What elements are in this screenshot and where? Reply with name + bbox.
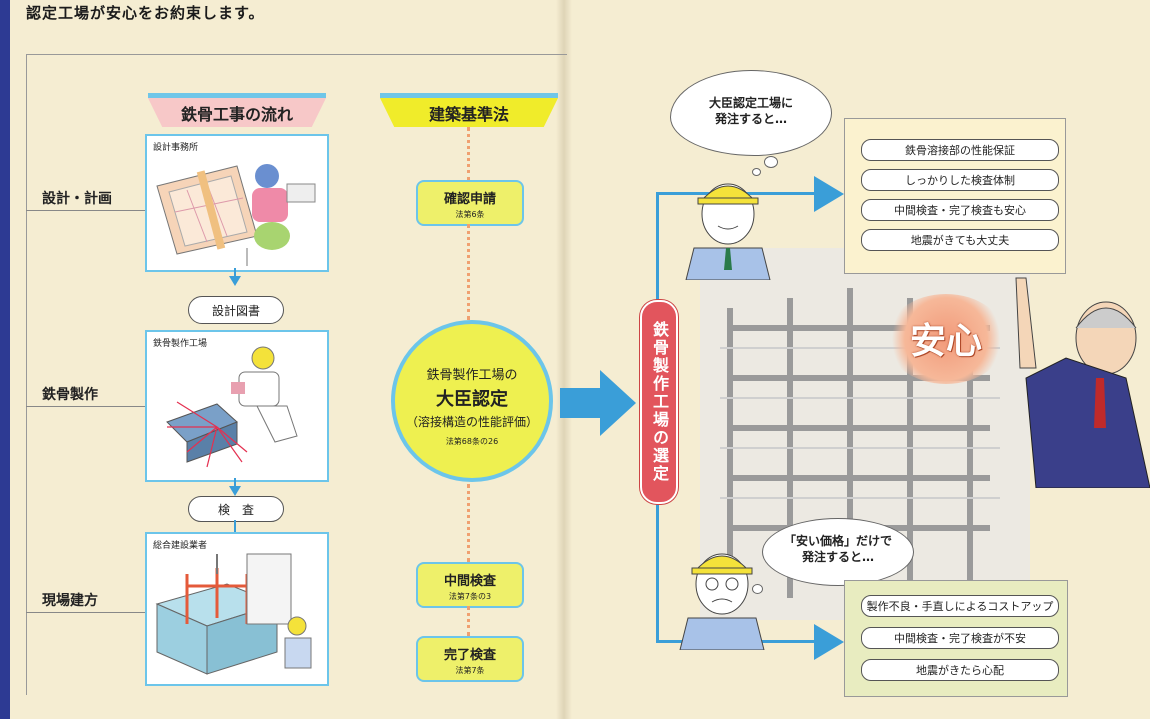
design-drawings-pill: 設計図書: [188, 296, 284, 324]
flow-column-tag: 鉄骨工事の流れ: [148, 93, 326, 127]
factory-selection-label: 鉄骨製作工場の選定: [640, 300, 678, 504]
interim-title: 中間検査: [443, 574, 496, 589]
design-office-panel: 設計事務所: [145, 134, 329, 272]
confirm-application-box: 確認申請 法第6条: [416, 180, 524, 226]
site-caption: 総合建設業者: [153, 541, 208, 551]
fabrication-panel: 鉄骨製作工場: [145, 330, 329, 482]
risk-item: 地震がきたら心配: [861, 659, 1059, 681]
flow-line-2: [234, 478, 236, 486]
risk-item: 製作不良・手直しによるコストアップ: [861, 595, 1059, 617]
confirm-article: 法第6条: [455, 210, 485, 219]
flow-line-3: [234, 520, 236, 532]
law-column-tag: 建築基準法: [380, 93, 558, 127]
cert-line1: 鉄骨製作工場の: [426, 368, 518, 383]
connector-down: [656, 500, 659, 642]
confirm-title: 確認申請: [443, 192, 496, 207]
arrow-down-icon: [229, 276, 241, 286]
left-edge-band: [0, 0, 10, 719]
big-right-arrow-icon: [560, 370, 636, 436]
bubble-dot: [764, 156, 778, 168]
fabrication-caption: 鉄骨製作工場: [153, 339, 208, 349]
cheap-thought-bubble: 「安い価格」だけで発注すると…: [762, 518, 914, 586]
construction-site-panel: 総合建設業者: [145, 532, 329, 686]
certified-thought-bubble: 大臣認定工場に発注すると…: [670, 70, 832, 156]
cert-article: 法第68条の26: [445, 437, 499, 446]
benefit-item: しっかりした検査体制: [861, 169, 1059, 191]
flow-column-title: 鉄骨工事の流れ: [148, 98, 326, 127]
risks-box: 製作不良・手直しによるコストアップ 中間検査・完了検査が不安 地震がきたら心配: [844, 580, 1068, 697]
final-inspection-box: 完了検査 法第7条: [416, 636, 524, 682]
page-heading: 認定工場が安心をお約束します。: [26, 4, 265, 22]
inspection-pill: 検 査: [188, 496, 284, 522]
phase-fabrication: 鉄骨製作: [26, 384, 166, 407]
benefits-box: 鉄骨溶接部の性能保証 しっかりした検査体制 中間検査・完了検査も安心 地震がきて…: [844, 118, 1066, 274]
arrow-right-icon: [814, 624, 844, 660]
design-office-caption: 設計事務所: [153, 143, 199, 153]
law-dotline-2: [467, 224, 470, 320]
phase-design: 設計・計画: [26, 188, 166, 211]
site-illustration: [155, 553, 312, 675]
welding-illustration: [166, 346, 298, 468]
arrow-down-icon: [229, 486, 241, 496]
law-column-title: 建築基準法: [380, 98, 558, 127]
interim-inspection-box: 中間検査 法第7条の3: [416, 562, 524, 608]
page-fold-shadow: [556, 0, 572, 719]
anshin-word: 安心: [909, 321, 982, 362]
law-dotline-1: [467, 127, 470, 181]
bubble-dot: [752, 168, 761, 176]
happy-client-figure: [685, 183, 771, 280]
law-dotline-3: [467, 484, 470, 562]
worried-client-figure: [679, 553, 765, 650]
design-illustration: [156, 164, 316, 266]
bubble-dot: [752, 584, 763, 594]
benefit-item: 中間検査・完了検査も安心: [861, 199, 1059, 221]
phase-erection: 現場建方: [26, 590, 166, 613]
final-article: 法第7条: [455, 666, 485, 675]
executive-figure: [1015, 277, 1150, 488]
interim-article: 法第7条の3: [448, 592, 492, 601]
law-dotline-4: [467, 606, 470, 636]
connector-up: [656, 192, 659, 300]
risk-item: 中間検査・完了検査が不安: [861, 627, 1059, 649]
benefit-item: 地震がきても大丈夫: [861, 229, 1059, 251]
anshin-burst: 安心: [886, 294, 1006, 384]
cert-line2: 大臣認定: [436, 389, 508, 410]
arrow-right-icon: [814, 176, 844, 212]
benefit-item: 鉄骨溶接部の性能保証: [861, 139, 1059, 161]
minister-certification-circle: 鉄骨製作工場の 大臣認定 （溶接構造の性能評価） 法第68条の26: [391, 320, 553, 482]
left-frame: [26, 54, 567, 695]
flow-line-1: [234, 268, 236, 276]
final-title: 完了検査: [443, 648, 496, 663]
cert-line3: （溶接構造の性能評価）: [405, 415, 538, 429]
